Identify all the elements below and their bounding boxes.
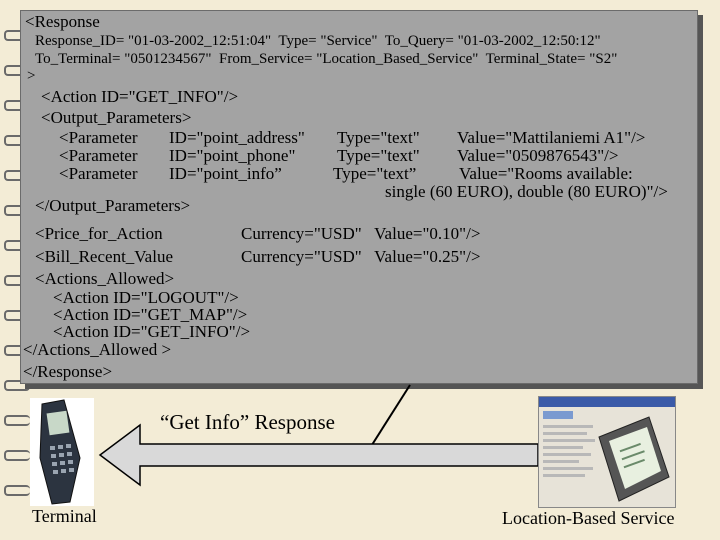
param-id: ID="point_address" <box>169 128 305 147</box>
allowed-action: <Action ID="LOGOUT"/> <box>53 288 239 307</box>
ring-icon <box>4 380 30 391</box>
ring-icon <box>4 65 30 76</box>
bill-tag: <Bill_Recent_Value <box>35 247 174 266</box>
ring-icon <box>4 310 30 321</box>
param-id: ID="point_phone" <box>169 146 296 165</box>
param-value-continuation: single (60 EURO), double (80 EURO)"/> <box>385 182 668 201</box>
response-open-tag: <Response <box>25 12 100 31</box>
actions-allowed-close: </Actions_Allowed > <box>23 340 172 359</box>
action-tag: <Action ID="GET_INFO"/> <box>41 87 239 106</box>
ring-icon <box>4 345 30 356</box>
param-type: Type="text" <box>337 146 420 165</box>
param-value: Value="Mattilaniemi A1"/> <box>457 128 646 147</box>
response-close-tag: </Response> <box>23 362 113 381</box>
xml-response-panel: <Response Response_ID= "01-03-2002_12:51… <box>20 10 698 384</box>
param-type: Type="text" <box>337 128 420 147</box>
ring-icon <box>4 450 30 461</box>
param-type: Type="text” <box>333 164 417 183</box>
response-attributes-line-2: To_Terminal= "0501234567" From_Service= … <box>35 51 618 67</box>
ring-icon <box>4 170 30 181</box>
arrow-caption: “Get Info” Response <box>160 410 335 434</box>
mobile-phone-icon <box>39 399 81 505</box>
param-id: ID="point_info” <box>169 164 282 183</box>
pda-screenshot-icon <box>539 397 675 502</box>
ring-icon <box>4 100 30 111</box>
ring-icon <box>4 485 30 496</box>
ring-icon <box>4 30 30 41</box>
ring-icon <box>4 240 30 251</box>
terminal-label: Terminal <box>32 506 97 526</box>
param-tag: <Parameter <box>59 146 138 165</box>
output-parameters-close: </Output_Parameters> <box>35 196 191 215</box>
response-close-bracket: > <box>27 68 36 84</box>
param-value: Value="Rooms available: <box>459 164 633 183</box>
ring-icon <box>4 205 30 216</box>
price-attributes: Currency="USD" Value="0.10"/> <box>241 224 481 243</box>
terminal-image <box>30 398 94 506</box>
output-parameters-open: <Output_Parameters> <box>41 108 192 127</box>
connector-line <box>369 384 411 449</box>
response-attributes-line-1: Response_ID= "01-03-2002_12:51:04" Type=… <box>35 33 601 49</box>
notebook-rings <box>0 0 30 540</box>
ring-icon <box>4 415 30 426</box>
ring-icon <box>4 135 30 146</box>
bill-attributes: Currency="USD" Value="0.25"/> <box>241 247 481 266</box>
allowed-action: <Action ID="GET_INFO"/> <box>53 322 251 341</box>
param-value: Value="0509876543"/> <box>457 146 619 165</box>
service-image <box>538 396 676 508</box>
service-label: Location-Based Service <box>502 508 675 528</box>
allowed-action: <Action ID="GET_MAP"/> <box>53 305 248 324</box>
ring-icon <box>4 275 30 286</box>
param-tag: <Parameter <box>59 164 138 183</box>
price-tag: <Price_for_Action <box>35 224 163 243</box>
param-tag: <Parameter <box>59 128 138 147</box>
actions-allowed-open: <Actions_Allowed> <box>35 269 175 288</box>
